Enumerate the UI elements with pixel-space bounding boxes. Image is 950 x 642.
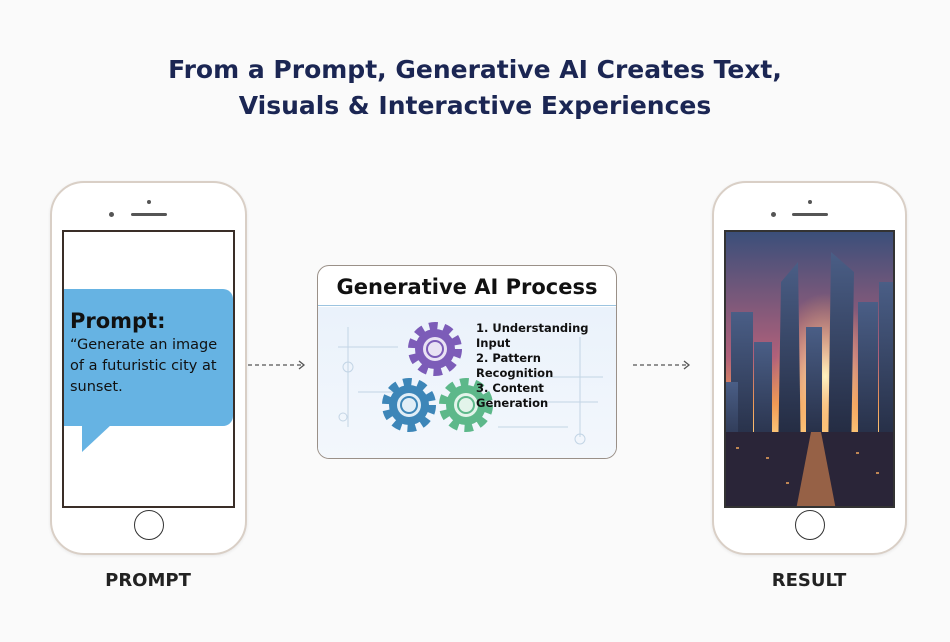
process-title: Generative AI Process: [318, 266, 616, 306]
sensor-icon: [771, 212, 776, 217]
process-card: Generative AI Process 1. Understanding: [317, 265, 617, 459]
arrow-right-icon: [633, 360, 691, 370]
home-button-icon: [133, 510, 164, 540]
page-title: From a Prompt, Generative AI Creates Tex…: [168, 55, 782, 120]
phone-screen: Prompt: “Generate an image of a futurist…: [62, 230, 235, 508]
result-label: RESULT: [771, 570, 847, 591]
phone-screen: [724, 230, 895, 508]
sensor-icon: [109, 212, 114, 217]
prompt-label: PROMPT: [105, 570, 191, 591]
prompt-heading: Prompt:: [70, 309, 166, 333]
prompt-phone: Prompt: “Generate an image of a futurist…: [50, 181, 247, 555]
result-phone: [712, 181, 907, 555]
home-button-icon: [794, 510, 825, 540]
speaker-icon: [791, 213, 828, 216]
process-steps: 1. Understanding Input 2. Pattern Recogn…: [476, 321, 589, 410]
prompt-bubble: Prompt: “Generate an image of a futurist…: [64, 289, 233, 426]
bubble-tail: [82, 424, 112, 452]
camera-icon: [146, 200, 151, 204]
gears-icon: [338, 322, 603, 445]
city-sunset-image: [726, 232, 893, 506]
speaker-icon: [130, 213, 167, 216]
prompt-text: “Generate an image of a futuristic city …: [70, 337, 218, 395]
camera-icon: [807, 200, 812, 204]
process-body: 1. Understanding Input 2. Pattern Recogn…: [318, 307, 616, 458]
arrow-right-icon: [248, 360, 306, 370]
